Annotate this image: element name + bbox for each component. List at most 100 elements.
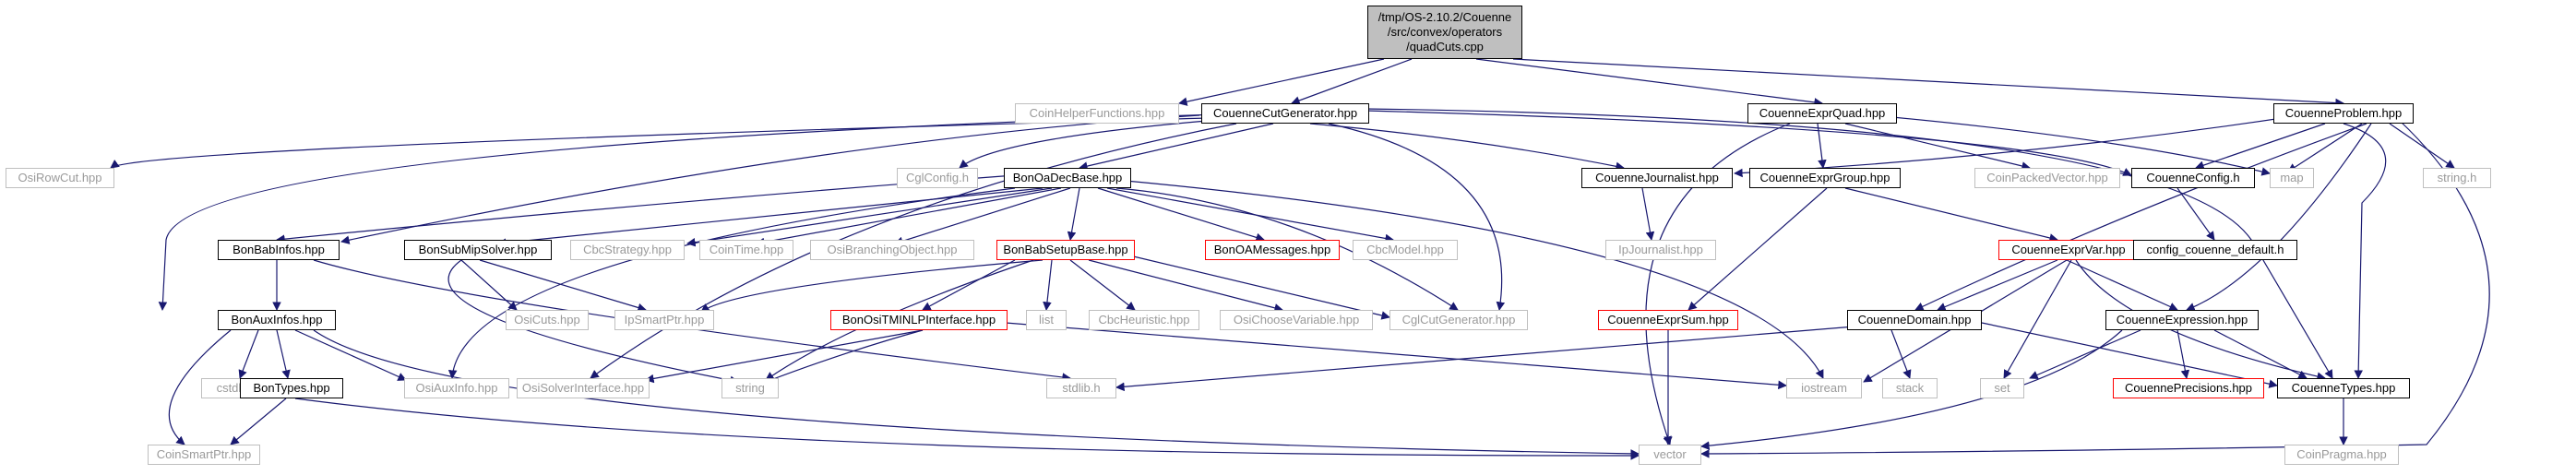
include-edge	[447, 187, 1016, 379]
node-osicuts[interactable]: OsiCuts.hpp	[506, 310, 589, 330]
node-bonsubmipsolver[interactable]: BonSubMipSolver.hpp	[404, 240, 552, 260]
include-edge	[922, 259, 1016, 311]
include-edge	[1106, 187, 1394, 243]
include-edge	[1475, 58, 1823, 107]
include-edge	[1115, 326, 1855, 392]
include-edge	[1309, 123, 1625, 172]
node-string[interactable]: string	[722, 378, 779, 398]
include-edge	[765, 329, 924, 384]
node-ipsmartptr[interactable]: IpSmartPtr.hpp	[614, 310, 714, 330]
node-couenneexprquad[interactable]: CouenneExprQuad.hpp	[1747, 103, 1897, 124]
node-couenneexpression[interactable]: CouenneExpression.hpp	[2105, 310, 2259, 330]
include-edge	[1937, 259, 2058, 312]
node-cbcstrategy[interactable]: CbcStrategy.hpp	[570, 240, 685, 260]
include-edge	[238, 329, 259, 379]
node-list[interactable]: list	[1026, 310, 1067, 330]
include-edge	[1365, 110, 2132, 176]
node-coinpragma[interactable]: CoinPragma.hpp	[2284, 445, 2399, 465]
include-edge	[447, 259, 739, 386]
node-bonauxinfos[interactable]: BonAuxInfos.hpp	[218, 310, 336, 330]
include-edge	[110, 117, 1210, 169]
include-edge	[1328, 123, 1506, 311]
include-edge	[1700, 329, 2123, 450]
node-stack[interactable]: stack	[1882, 378, 1938, 398]
node-cbcheuristic[interactable]: CbcHeuristic.hpp	[1089, 310, 1199, 330]
node-bonoamessages[interactable]: BonOAMessages.hpp	[1205, 240, 1340, 260]
node-couennedomain[interactable]: CouenneDomain.hpp	[1847, 310, 1982, 330]
node-bontypes[interactable]: BonTypes.hpp	[240, 378, 343, 398]
node-cglconfig[interactable]: CglConfig.h	[897, 168, 978, 188]
include-edge	[1097, 187, 1265, 243]
include-edge	[1688, 187, 1828, 311]
include-edge	[460, 259, 518, 311]
include-edge	[2389, 123, 2455, 169]
include-edge	[756, 187, 1062, 247]
include-edge	[294, 329, 407, 381]
include-edge	[700, 259, 1044, 313]
include-edge	[2343, 123, 2387, 379]
include-edge	[2003, 259, 2072, 379]
include-edge	[1125, 254, 1390, 320]
node-osisolverinterface[interactable]: OsiSolverInterface.hpp	[517, 378, 650, 398]
include-edge	[1817, 123, 1827, 169]
include-edge	[1890, 329, 1912, 379]
node-couenneexprsum[interactable]: CouenneExprSum.hpp	[1598, 310, 1738, 330]
node-couennejournalist[interactable]: CouenneJournalist.hpp	[1581, 168, 1733, 188]
node-couennecutgenerator[interactable]: CouenneCutGenerator.hpp	[1201, 103, 1369, 124]
include-edge	[1115, 187, 1459, 311]
include-edge	[686, 187, 1053, 247]
include-edge	[2195, 123, 2326, 170]
node-osibranchingobject[interactable]: OsiBranchingObject.hpp	[810, 240, 974, 260]
node-osiauxinfo[interactable]: OsiAuxInfo.hpp	[404, 378, 509, 398]
node-bonbabinfos[interactable]: BonBabInfos.hpp	[218, 240, 340, 260]
include-edge	[294, 398, 1640, 460]
include-edge	[276, 329, 291, 379]
include-edge	[1069, 259, 1136, 311]
include-edge	[645, 329, 924, 384]
node-set[interactable]: set	[1980, 378, 2024, 398]
node-bonositminlpinterface[interactable]: BonOsiTMINLPInterface.hpp	[830, 310, 1008, 330]
node-bonoadecbase[interactable]: BonOaDecBase.hpp	[1004, 168, 1131, 188]
node-iostream[interactable]: iostream	[1786, 378, 1862, 398]
include-edge	[340, 114, 1200, 244]
node-couenneconfig[interactable]: CouenneConfig.h	[2131, 168, 2255, 188]
node-cointime[interactable]: CoinTime.hpp	[699, 240, 793, 260]
include-edge	[1079, 123, 1274, 171]
node-cbcmodel[interactable]: CbcModel.hpp	[1353, 240, 1458, 260]
node-coinsmartptr[interactable]: CoinSmartPtr.hpp	[148, 445, 260, 465]
include-edge	[894, 187, 1071, 245]
node-osichoosevariable[interactable]: OsiChooseVariable.hpp	[1220, 310, 1373, 330]
include-edge	[2287, 123, 2363, 172]
node-bonbabsetupbase[interactable]: BonBabSetupBase.hpp	[996, 240, 1135, 260]
node-root-quadcuts-cpp[interactable]: /tmp/OS-2.10.2/Couenne /src/convex/opera…	[1367, 6, 1522, 59]
node-cglcutgenerator[interactable]: CglCutGenerator.hpp	[1389, 310, 1528, 330]
include-edge	[1291, 58, 1413, 105]
node-config-couenne-default[interactable]: config_couenne_default.h	[2133, 240, 2297, 260]
include-edge	[168, 329, 232, 445]
node-couenneexprgroup[interactable]: CouenneExprGroup.hpp	[1749, 168, 1901, 188]
root-line-2: /src/convex/operators	[1387, 25, 1503, 39]
include-edge	[1844, 123, 2031, 171]
node-osirowcut[interactable]: OsiRowCut.hpp	[6, 168, 114, 188]
include-edge	[1914, 123, 2367, 311]
node-string-h[interactable]: string.h	[2423, 168, 2491, 188]
node-couenneprecisions[interactable]: CouennePrecisions.hpp	[2113, 378, 2264, 398]
node-coinpackedvector[interactable]: CoinPackedVector.hpp	[1974, 168, 2120, 188]
node-map[interactable]: map	[2270, 168, 2314, 188]
include-edge	[1881, 115, 2271, 176]
node-couennetypes[interactable]: CouenneTypes.hpp	[2277, 378, 2410, 398]
include-edge	[497, 187, 1044, 247]
include-edge	[959, 119, 1219, 169]
include-edge	[2176, 329, 2190, 379]
include-edge	[1043, 259, 1053, 311]
node-couenneexprvar[interactable]: CouenneExprVar.hpp	[1998, 240, 2139, 260]
node-coinhelperfunctions[interactable]: CoinHelperFunctions.hpp	[1015, 103, 1179, 124]
include-edge	[1088, 259, 1283, 313]
node-stdlib-h[interactable]: stdlib.h	[1046, 378, 1116, 398]
node-couenneproblem[interactable]: CouenneProblem.hpp	[2273, 103, 2414, 124]
node-ipjournalist[interactable]: IpJournalist.hpp	[1605, 240, 1716, 260]
include-edge	[2066, 259, 2178, 311]
node-vector[interactable]: vector	[1639, 445, 1701, 465]
include-edge	[1067, 187, 1080, 241]
